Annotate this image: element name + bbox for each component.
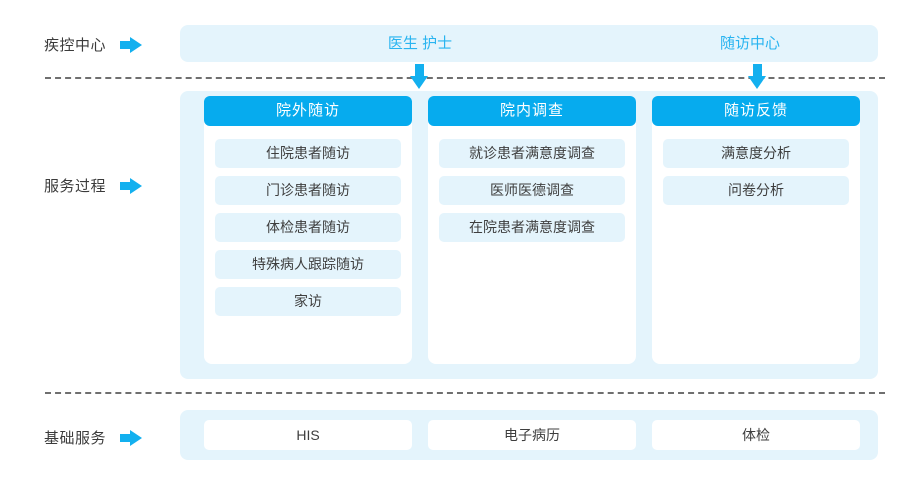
service-card-emr[interactable]: 电子病历 xyxy=(428,420,636,450)
list-item[interactable]: 在院患者满意度调查 xyxy=(439,213,625,242)
column-items-2: 就诊患者满意度调查 医师医德调查 在院患者满意度调查 xyxy=(439,139,625,242)
list-item[interactable]: 医师医德调查 xyxy=(439,176,625,205)
row-label-bottom: 基础服务 xyxy=(44,427,143,448)
service-card-his[interactable]: HIS xyxy=(204,420,412,450)
arrow-down-stem xyxy=(415,64,424,78)
dashed-divider-top xyxy=(45,77,885,79)
basic-services-panel: HIS 电子病历 体检 xyxy=(180,410,878,460)
list-item[interactable]: 就诊患者满意度调查 xyxy=(439,139,625,168)
list-item[interactable]: 家访 xyxy=(215,287,401,316)
service-column-inhospital-survey: 院内调查 就诊患者满意度调查 医师医德调查 在院患者满意度调查 xyxy=(428,96,636,364)
row-label-middle: 服务过程 xyxy=(44,175,143,196)
list-item[interactable]: 满意度分析 xyxy=(663,139,849,168)
service-card-checkup[interactable]: 体检 xyxy=(652,420,860,450)
arrow-down-head xyxy=(748,76,766,89)
column-header-1[interactable]: 院外随访 xyxy=(204,96,412,126)
arrow-right-icon xyxy=(120,36,143,53)
list-item[interactable]: 特殊病人跟踪随访 xyxy=(215,250,401,279)
arrow-right-icon xyxy=(120,177,143,194)
column-header-3[interactable]: 随访反馈 xyxy=(652,96,860,126)
row-label-top: 疾控中心 xyxy=(44,34,143,55)
top-role-bar: 医生 护士 随访中心 xyxy=(180,25,878,62)
row-label-top-text: 疾控中心 xyxy=(44,37,107,54)
role-followup-center[interactable]: 随访中心 xyxy=(719,35,780,52)
arrow-down-head xyxy=(410,76,428,89)
arrow-down-icon-right xyxy=(748,64,766,90)
arrow-down-stem xyxy=(753,64,762,78)
column-items-3: 满意度分析 问卷分析 xyxy=(663,139,849,205)
list-item[interactable]: 门诊患者随访 xyxy=(215,176,401,205)
dashed-divider-bottom xyxy=(45,392,885,394)
arrow-right-icon xyxy=(120,429,143,446)
service-process-panel: 院外随访 住院患者随访 门诊患者随访 体检患者随访 特殊病人跟踪随访 家访 院内… xyxy=(180,91,878,379)
column-items-1: 住院患者随访 门诊患者随访 体检患者随访 特殊病人跟踪随访 家访 xyxy=(215,139,401,316)
column-header-2[interactable]: 院内调查 xyxy=(428,96,636,126)
row-label-middle-text: 服务过程 xyxy=(44,178,107,195)
role-doctor-nurse[interactable]: 医生 护士 xyxy=(387,35,453,52)
list-item[interactable]: 住院患者随访 xyxy=(215,139,401,168)
list-item[interactable]: 体检患者随访 xyxy=(215,213,401,242)
row-label-bottom-text: 基础服务 xyxy=(44,430,107,447)
list-item[interactable]: 问卷分析 xyxy=(663,176,849,205)
arrow-down-icon-left xyxy=(410,64,428,90)
service-column-followup-feedback: 随访反馈 满意度分析 问卷分析 xyxy=(652,96,860,364)
service-column-outpatient-followup: 院外随访 住院患者随访 门诊患者随访 体检患者随访 特殊病人跟踪随访 家访 xyxy=(204,96,412,364)
